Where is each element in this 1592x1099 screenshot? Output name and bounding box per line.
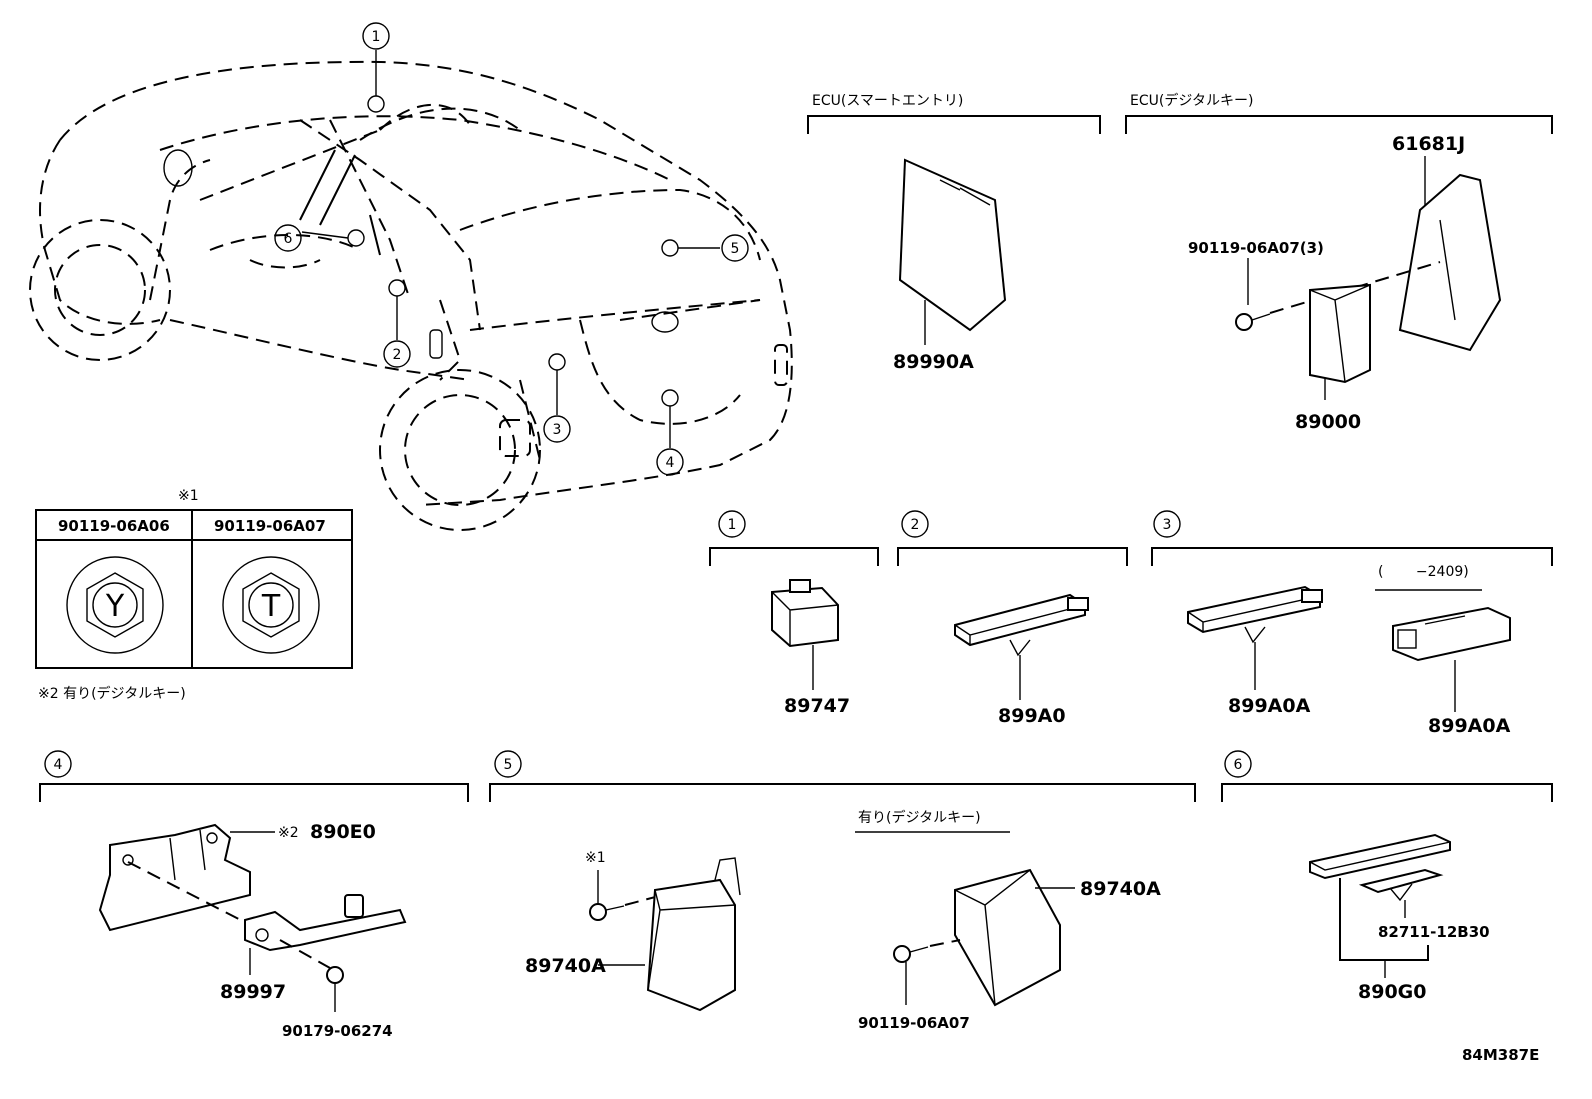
diagram-id: 84M387E xyxy=(1462,1046,1539,1064)
svg-text:ECU(スマートエントリ): ECU(スマートエントリ) xyxy=(812,93,963,109)
callout-5: 5 xyxy=(721,234,749,262)
svg-text:3: 3 xyxy=(553,422,562,438)
legend-table: ※1 90119-06A06 90119-06A07 Y T ※2 有り(デジタ… xyxy=(35,488,353,702)
svg-text:89990A: 89990A xyxy=(893,351,974,373)
svg-text:4: 4 xyxy=(666,455,675,471)
group-ecu-digital-key: ECU(デジタルキー) 61681J 90119-06A07(3) 89000 xyxy=(1125,92,1553,433)
svg-text:82711-12B30: 82711-12B30 xyxy=(1378,923,1490,941)
callout-3: 3 xyxy=(543,415,571,443)
svg-text:1: 1 xyxy=(372,29,381,45)
svg-text:899A0A: 899A0A xyxy=(1228,695,1311,717)
svg-text:5: 5 xyxy=(504,757,513,773)
svg-text:Y: Y xyxy=(105,589,125,624)
svg-text:※2 有り(デジタルキー): ※2 有り(デジタルキー) xyxy=(38,685,186,702)
svg-text:61681J: 61681J xyxy=(1392,133,1465,155)
svg-text:890G0: 890G0 xyxy=(1358,981,1426,1003)
callout-4: 4 xyxy=(656,448,684,476)
callout-1: 1 xyxy=(362,22,390,50)
group-2: 2 899A0 xyxy=(897,510,1128,727)
svg-text:89747: 89747 xyxy=(784,695,850,717)
svg-text:6: 6 xyxy=(1234,757,1243,773)
group-ecu-smart-entry: ECU(スマートエントリ) 89990A xyxy=(807,93,1101,373)
group-6: 6 82711-12B30 890G0 xyxy=(1221,750,1553,1003)
group-1: 1 89747 xyxy=(709,510,879,717)
group-4: 4 ※2 890E0 89997 90179-06274 xyxy=(39,750,469,1040)
svg-text:6: 6 xyxy=(284,231,293,247)
svg-text:2: 2 xyxy=(911,517,920,533)
svg-text:89000: 89000 xyxy=(1295,411,1361,433)
svg-text:※1: ※1 xyxy=(585,850,606,866)
svg-text:890E0: 890E0 xyxy=(310,821,376,843)
svg-text:ECU(デジタルキー): ECU(デジタルキー) xyxy=(1130,92,1254,109)
callout-2: 2 xyxy=(383,340,411,368)
svg-text:90119-06A07: 90119-06A07 xyxy=(858,1014,970,1032)
group-5: 5 ※1 89740A 有り(デジタルキー) 89740A 90119-06A0… xyxy=(489,750,1196,1032)
svg-text:有り(デジタルキー): 有り(デジタルキー) xyxy=(858,809,981,826)
vehicle-illustration xyxy=(29,60,793,531)
svg-text:89740A: 89740A xyxy=(1080,878,1161,900)
svg-text:899A0: 899A0 xyxy=(998,705,1066,727)
callout-6: 6 xyxy=(274,224,302,252)
svg-text:T: T xyxy=(261,589,281,624)
svg-text:※1: ※1 xyxy=(178,488,199,504)
svg-text:90119-06A07: 90119-06A07 xyxy=(214,517,326,535)
svg-text:※2: ※2 xyxy=(278,825,299,841)
svg-text:89997: 89997 xyxy=(220,981,286,1003)
svg-text:90119-06A06: 90119-06A06 xyxy=(58,517,170,535)
svg-text:5: 5 xyxy=(731,241,740,257)
svg-text:899A0A: 899A0A xyxy=(1428,715,1511,737)
callout-leaders xyxy=(301,50,720,448)
svg-text:4: 4 xyxy=(54,757,63,773)
svg-text:90179-06274: 90179-06274 xyxy=(282,1022,393,1040)
svg-text:90119-06A07(3): 90119-06A07(3) xyxy=(1188,239,1324,257)
group-3: 3 899A0A ( −2409) 899A0A xyxy=(1151,510,1553,737)
svg-text:89740A: 89740A xyxy=(525,955,606,977)
svg-text:1: 1 xyxy=(728,517,737,533)
svg-text:2: 2 xyxy=(393,347,402,363)
svg-text:3: 3 xyxy=(1163,517,1172,533)
svg-text:( −2409): ( −2409) xyxy=(1378,564,1469,580)
